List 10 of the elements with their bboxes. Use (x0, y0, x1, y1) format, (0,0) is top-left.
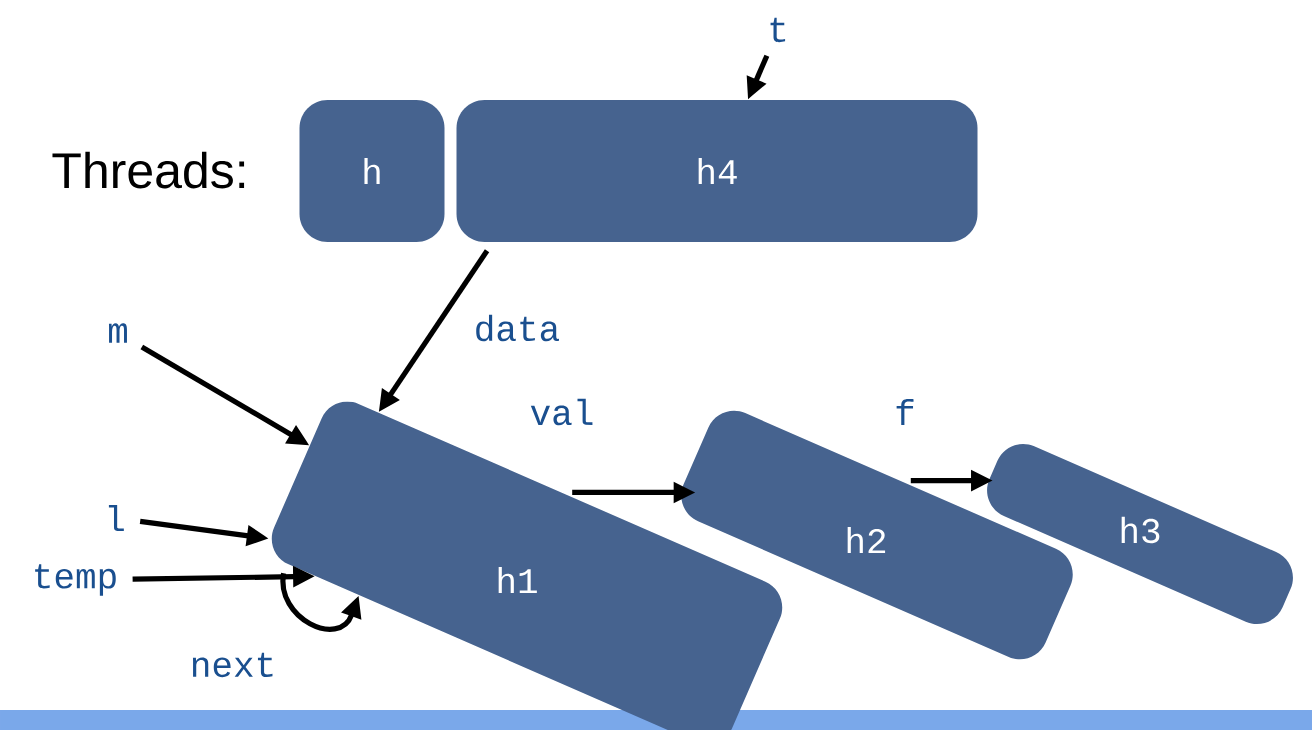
thread-box: h4 (456, 100, 978, 242)
pointer-name: l (108, 504, 124, 532)
pointer-name: t (770, 17, 786, 43)
pointer-name: temp (35, 564, 116, 596)
heading: Threads: (52, 151, 245, 189)
edge-label: data (471, 312, 563, 344)
thread-box: h (299, 100, 445, 242)
list-node-box: h3 (987, 443, 1293, 625)
pointer-name: m (108, 323, 127, 343)
node-label: h3 (1121, 516, 1160, 544)
